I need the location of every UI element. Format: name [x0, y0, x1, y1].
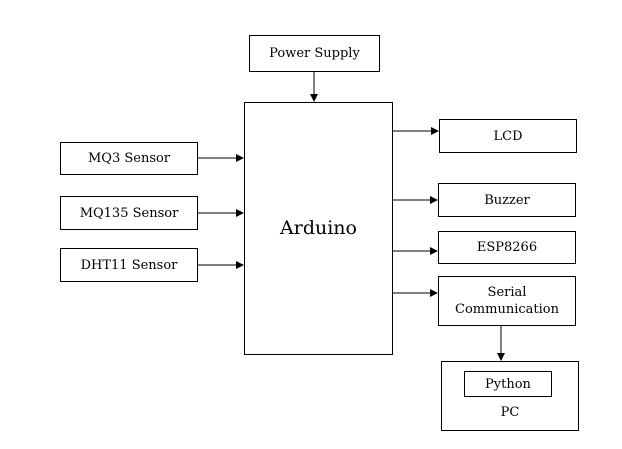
python-label: Python: [485, 376, 531, 392]
python-block: Python: [464, 371, 552, 397]
arduino-label: Arduino: [280, 217, 357, 239]
mq3-sensor-label: MQ3 Sensor: [87, 151, 171, 166]
esp8266-label: ESP8266: [476, 240, 538, 255]
arduino-block: Arduino: [244, 102, 393, 355]
serial-communication-block: Serial Communication: [438, 276, 576, 326]
mq135-sensor-label: MQ135 Sensor: [79, 205, 179, 221]
serial-communication-label: Serial Communication: [455, 284, 559, 318]
esp8266-block: ESP8266: [438, 231, 576, 264]
mq135-sensor-block: MQ135 Sensor: [60, 196, 198, 230]
power-supply-label: Power Supply: [269, 46, 360, 61]
buzzer-block: Buzzer: [438, 183, 576, 217]
buzzer-label: Buzzer: [484, 192, 530, 208]
pc-label: PC: [500, 405, 520, 420]
lcd-block: LCD: [439, 119, 577, 153]
dht11-sensor-label: DHT11 Sensor: [80, 257, 178, 273]
mq3-sensor-block: MQ3 Sensor: [60, 142, 198, 175]
power-supply-block: Power Supply: [249, 35, 380, 72]
serial-label-line1: Serial: [487, 285, 527, 300]
serial-label-line2: Communication: [455, 302, 559, 317]
dht11-sensor-block: DHT11 Sensor: [60, 248, 198, 282]
lcd-label: LCD: [493, 128, 523, 144]
